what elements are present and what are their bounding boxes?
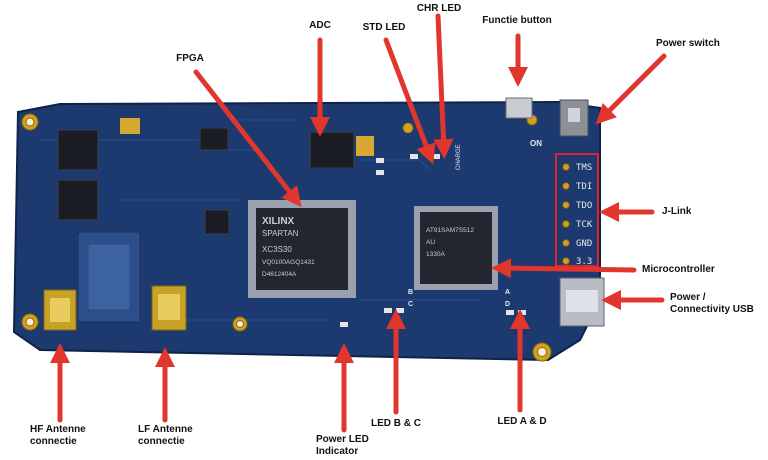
label-fpga: FPGA: [176, 53, 204, 64]
jtag-header: TMS TDI TDO TCK GND 3.3: [555, 153, 599, 267]
fpga-line-4: VQ0100AGQ1431: [262, 259, 315, 266]
label-lf-line1: LF Antenne: [138, 424, 193, 435]
svg-text:B: B: [408, 289, 413, 296]
svg-text:A: A: [505, 289, 510, 296]
fpga-line-1: XILINX: [262, 216, 295, 227]
jtag-pin-tdo: TDO: [576, 201, 592, 211]
jtag-pin-33: 3.3: [576, 257, 592, 267]
label-power-led: Power LED Indicator: [316, 434, 369, 458]
hf-connector: [43, 289, 77, 331]
fpga-line-5: D4612404A: [262, 271, 297, 278]
label-lf-antenne: LF Antenne connectie: [138, 424, 193, 448]
lf-connector: [151, 285, 187, 331]
small-chips: [57, 118, 374, 235]
label-power-usb-line2: Connectivity USB: [670, 304, 754, 315]
label-led-ad: LED A & D: [497, 416, 547, 427]
label-power-led-line2: Indicator: [316, 446, 359, 457]
microcontroller-chip: AT91SAM7S512 AU 1330A: [414, 206, 498, 290]
arrow-std-led: [383, 37, 436, 165]
label-power-usb: Power / Connectivity USB: [670, 292, 754, 316]
label-chr-led: CHR LED: [416, 3, 462, 14]
label-jlink: J-Link: [662, 206, 692, 217]
arrow-power-switch: [595, 53, 667, 125]
arrow-fpga: [193, 69, 302, 208]
arrow-chr-led: [433, 13, 454, 159]
label-hf-line2: connectie: [30, 436, 77, 447]
label-power-usb-line1: Power /: [670, 292, 706, 303]
switch-on-text: ON: [530, 139, 542, 148]
led-letters: A B C D: [408, 289, 510, 308]
label-lf-line2: connectie: [138, 436, 185, 447]
label-led-bc: LED B & C: [371, 418, 421, 429]
mcu-line-2: AU: [426, 239, 435, 246]
label-power-switch: Power switch: [656, 38, 720, 49]
svg-text:C: C: [408, 301, 413, 308]
fpga-line-2: SPARTAN: [262, 229, 299, 238]
jtag-pin-gnd: GND: [576, 239, 592, 249]
label-hf-line1: HF Antenne: [30, 424, 86, 435]
label-hf-antenne: HF Antenne connectie: [30, 424, 86, 448]
label-microcontroller: Microcontroller: [642, 264, 715, 275]
arrow-microcontroller: [491, 258, 637, 279]
fpga-line-3: XC3S30: [262, 245, 292, 254]
label-adc: ADC: [309, 20, 331, 31]
mcu-line-1: AT91SAM7S512: [426, 227, 474, 234]
fpga-chip: XILINX SPARTAN XC3S30 VQ0100AGQ1431 D461…: [248, 200, 356, 298]
function-button: [505, 97, 533, 119]
usb-connector: [559, 277, 605, 327]
jtag-pin-tms: TMS: [576, 163, 592, 173]
charge-silkscreen: CHARGE: [456, 144, 462, 170]
mcu-line-3: 1330A: [426, 251, 445, 258]
jtag-pin-tdi: TDI: [576, 182, 592, 192]
label-power-led-line1: Power LED: [316, 434, 369, 445]
label-std-led: STD LED: [362, 22, 406, 33]
jtag-pin-tck: TCK: [576, 220, 593, 230]
mounting-holes: [21, 113, 552, 362]
label-functie-button: Functie button: [482, 15, 552, 26]
svg-text:D: D: [505, 301, 510, 308]
callout-arrows: [50, 13, 667, 433]
